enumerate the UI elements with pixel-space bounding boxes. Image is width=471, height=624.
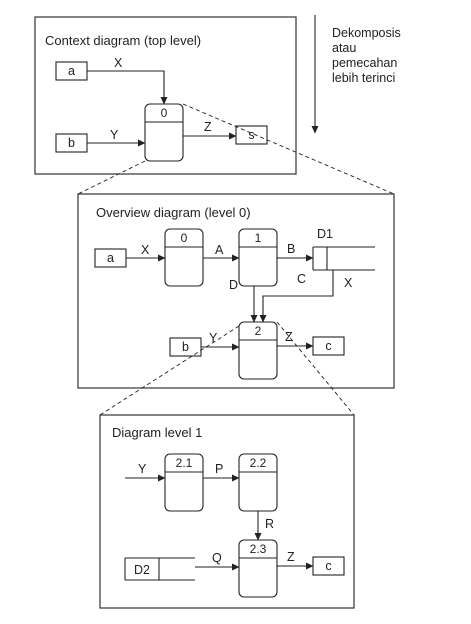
level1-flow-p-label: P (215, 462, 223, 476)
note-line-3: pemecahan (332, 56, 397, 70)
context-flow-z-label: Z (204, 120, 212, 134)
overview-flow-x-label: X (141, 243, 150, 257)
overview-entity-c-label: c (325, 339, 331, 353)
level1-flow-y-label: Y (138, 462, 147, 476)
context-entity-b-label: b (68, 136, 75, 150)
level1-store-label: D2 (134, 563, 150, 577)
overview-flow-b-label: B (287, 242, 295, 256)
overview-flow-z-label: Z (285, 330, 293, 344)
overview-process-2 (238, 321, 278, 380)
overview-diagram-panel: Overview diagram (level 0) a 0 1 D1 2 b … (77, 193, 395, 389)
level1-process-2-1 (164, 453, 204, 512)
zoom-line-left-1 (77, 160, 146, 195)
context-entity-s-label: s (248, 128, 254, 142)
overview-store-label: D1 (317, 227, 333, 241)
level1-process-2-1-number: 2.1 (176, 456, 193, 470)
context-flow-y-label: Y (110, 128, 119, 142)
context-flow-x-label: X (114, 56, 123, 70)
overview-process-2-number: 2 (255, 324, 262, 338)
overview-flow-x2-label: X (344, 276, 353, 290)
context-flow-x-arrow (87, 70, 168, 105)
level1-entity-c-label: c (325, 559, 331, 573)
context-entity-a-label: a (68, 64, 75, 78)
context-diagram-panel: Context diagram (top level) a b s 0 X Y … (34, 16, 297, 175)
level1-title: Diagram level 1 (112, 425, 202, 440)
overview-flow-c-label: C (297, 272, 306, 286)
zoom-line-right-1 (182, 103, 395, 195)
context-title: Context diagram (top level) (45, 33, 201, 48)
level1-process-2-3-number: 2.3 (250, 542, 267, 556)
level1-data-store-d2 (124, 557, 195, 581)
overview-flow-y-label: Y (209, 331, 218, 345)
note-line-1: Dekomposis (332, 26, 401, 40)
overview-flow-d-label: D (229, 278, 238, 292)
context-process-0-number: 0 (161, 106, 168, 120)
level1-flow-q-label: Q (212, 551, 222, 565)
overview-process-0-number: 0 (181, 231, 188, 245)
overview-process-1-number: 1 (255, 231, 262, 245)
level1-flow-z-label: Z (287, 550, 295, 564)
overview-title: Overview diagram (level 0) (96, 205, 251, 220)
note-line-2: atau (332, 41, 356, 55)
overview-data-store-d1 (312, 246, 375, 271)
zoom-line-right-2 (276, 321, 355, 416)
level1-flow-r-label: R (265, 517, 274, 531)
level1-diagram-panel: Diagram level 1 2.1 2.2 2.3 D2 c Y P R (99, 414, 355, 609)
level1-process-2-2-number: 2.2 (250, 456, 267, 470)
overview-entity-a-label: a (107, 251, 114, 265)
decomposition-note: Dekomposis atau pemecahan lebih terinci (311, 15, 401, 134)
overview-flow-a-label: A (215, 243, 224, 257)
overview-flow-x2-arrow (259, 270, 334, 323)
note-line-4: lebih terinci (332, 71, 395, 85)
overview-entity-b-label: b (182, 340, 189, 354)
